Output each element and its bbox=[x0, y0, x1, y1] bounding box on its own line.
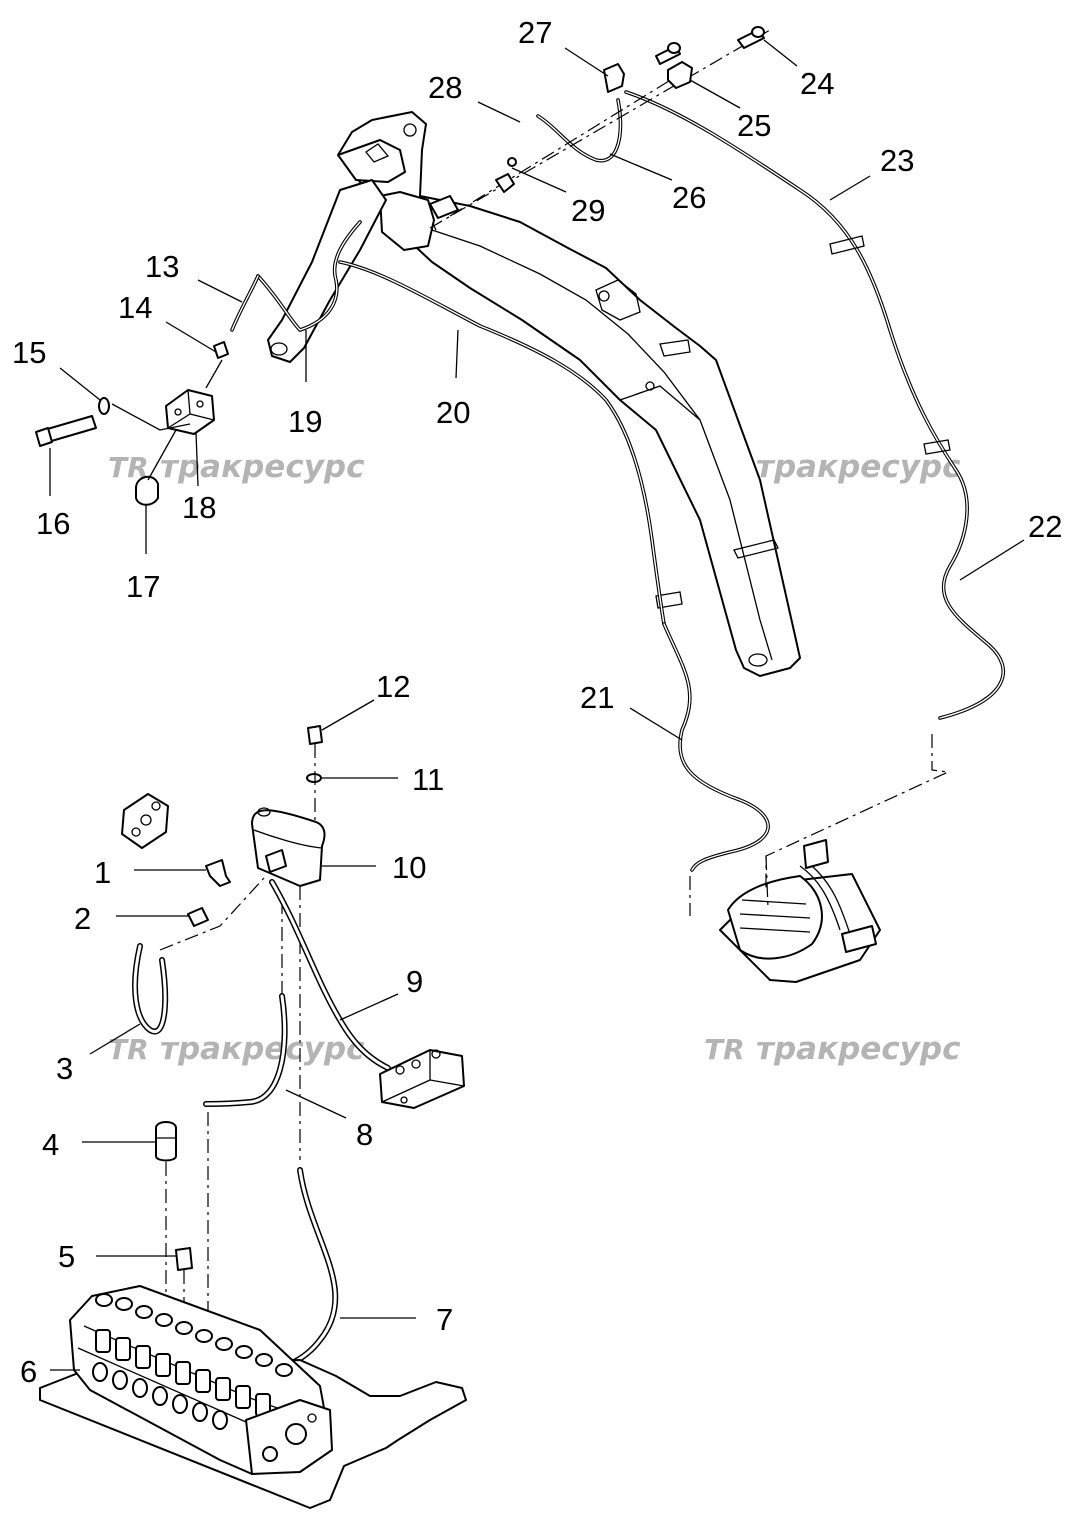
fitting-13 bbox=[230, 274, 260, 332]
watermark-bottom-left: TR тракресурс bbox=[108, 1031, 365, 1067]
tube-clamp bbox=[923, 439, 951, 455]
clamp-29 bbox=[495, 157, 517, 193]
valve-block-small bbox=[121, 793, 169, 849]
clamp-25 bbox=[667, 61, 693, 89]
part-label-13: 13 bbox=[145, 249, 179, 284]
hose-8 bbox=[203, 993, 288, 1107]
part-label-22: 22 bbox=[1028, 509, 1062, 544]
plug-17 bbox=[135, 475, 159, 506]
tube-clamp bbox=[829, 235, 865, 255]
washer-11 bbox=[306, 773, 322, 783]
fitting-1 bbox=[205, 859, 231, 887]
connection-line bbox=[205, 359, 223, 389]
part-label-6: 6 bbox=[20, 1354, 37, 1389]
watermark-bottom-right: TR тракресурс bbox=[704, 1031, 961, 1067]
fitting-4 bbox=[155, 1121, 177, 1162]
part-label-28: 28 bbox=[428, 70, 462, 105]
control-valve-6 bbox=[69, 1285, 333, 1475]
part-label-29: 29 bbox=[571, 193, 605, 228]
watermark-top-left: TR тракресурс bbox=[108, 449, 365, 485]
part-label-3: 3 bbox=[56, 1051, 73, 1086]
connection-line bbox=[147, 429, 177, 481]
part-label-23: 23 bbox=[880, 143, 914, 178]
clamp-27 bbox=[603, 63, 625, 93]
clamp-28 bbox=[429, 195, 459, 219]
part-label-15: 15 bbox=[12, 335, 46, 370]
watermark-text: тракресурс bbox=[756, 449, 961, 485]
fitting-14 bbox=[213, 341, 229, 359]
control-valve-right bbox=[719, 839, 881, 983]
connection-line bbox=[111, 403, 191, 431]
part-label-1: 1 bbox=[94, 855, 111, 890]
part-label-14: 14 bbox=[118, 290, 152, 325]
part-label-18: 18 bbox=[182, 490, 216, 525]
assembly-axis bbox=[449, 67, 691, 217]
tube-26 bbox=[536, 98, 623, 163]
tube-20 bbox=[338, 260, 666, 626]
bolt-12 bbox=[307, 725, 323, 745]
part-label-12: 12 bbox=[376, 669, 410, 704]
part-label-10: 10 bbox=[392, 850, 426, 885]
assembly-axis bbox=[429, 29, 771, 229]
part-label-9: 9 bbox=[406, 964, 423, 999]
part-label-7: 7 bbox=[436, 1302, 453, 1337]
tube-19 bbox=[256, 220, 362, 333]
watermark-top-right: TR тракресурс bbox=[704, 449, 961, 485]
part-label-26: 26 bbox=[672, 180, 706, 215]
assembly-axis bbox=[765, 734, 951, 888]
watermark-text: тракресурс bbox=[160, 1031, 365, 1067]
part-label-25: 25 bbox=[737, 108, 771, 143]
part-labels: 27 28 24 25 23 26 29 13 14 15 19 20 18 1… bbox=[12, 15, 1062, 1389]
assembly-axis bbox=[159, 877, 265, 951]
assembly-axis bbox=[765, 855, 769, 909]
washer-15 bbox=[98, 397, 110, 415]
part-label-8: 8 bbox=[356, 1117, 373, 1152]
part-label-20: 20 bbox=[436, 395, 470, 430]
watermark-logo: TR bbox=[704, 1033, 745, 1066]
part-label-21: 21 bbox=[580, 680, 614, 715]
boom-arm bbox=[267, 111, 801, 677]
part-label-2: 2 bbox=[74, 901, 91, 936]
part-label-24: 24 bbox=[800, 66, 834, 101]
leader-lines bbox=[49, 39, 1025, 1371]
hose-9 bbox=[269, 879, 391, 1071]
tube-21 bbox=[662, 622, 770, 872]
bolt-24 bbox=[737, 26, 765, 49]
manifold-block bbox=[379, 1049, 465, 1109]
part-label-4: 4 bbox=[42, 1127, 59, 1162]
block-10 bbox=[251, 807, 326, 887]
bolt-27 bbox=[655, 42, 681, 65]
part-label-27: 27 bbox=[518, 15, 552, 50]
tube-23 bbox=[624, 90, 1006, 720]
part-label-11: 11 bbox=[412, 762, 444, 797]
part-label-19: 19 bbox=[288, 404, 322, 439]
fitting-2 bbox=[187, 907, 209, 927]
part-label-5: 5 bbox=[58, 1239, 75, 1274]
watermark-logo: TR bbox=[108, 1033, 149, 1066]
watermark-text: тракресурс bbox=[756, 1031, 961, 1067]
fitting-5 bbox=[175, 1247, 193, 1271]
part-label-16: 16 bbox=[36, 506, 70, 541]
part-label-17: 17 bbox=[126, 569, 160, 604]
bolt-16 bbox=[35, 415, 97, 447]
watermark-text: тракресурс bbox=[160, 449, 365, 485]
hose-3 bbox=[132, 943, 169, 1035]
